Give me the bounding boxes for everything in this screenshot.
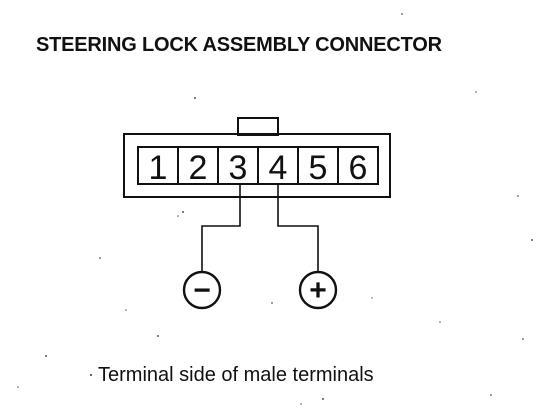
positive-wire [277, 184, 319, 272]
pin-label-3: 3 [229, 149, 248, 187]
pin-row: 1 2 3 4 5 6 [137, 146, 379, 187]
negative-wire [201, 184, 241, 272]
diagram-caption: Terminal side of male terminals [98, 364, 374, 386]
pin-label-2: 2 [189, 149, 208, 187]
pin-label-6: 6 [349, 149, 368, 187]
pin-label-4: 4 [269, 149, 288, 187]
connector-latch [237, 117, 279, 136]
pin-label-5: 5 [309, 149, 328, 187]
scan-noise [17, 13, 533, 405]
negative-probe-icon: − [182, 270, 222, 310]
negative-symbol: − [193, 274, 211, 307]
pin-label-1: 1 [149, 149, 168, 187]
pin-cell-6 [337, 146, 379, 185]
diagram-title: STEERING LOCK ASSEMBLY CONNECTOR [36, 34, 442, 56]
positive-probe-icon: + [298, 270, 338, 310]
positive-symbol: + [309, 274, 327, 307]
connector-housing [123, 133, 391, 198]
